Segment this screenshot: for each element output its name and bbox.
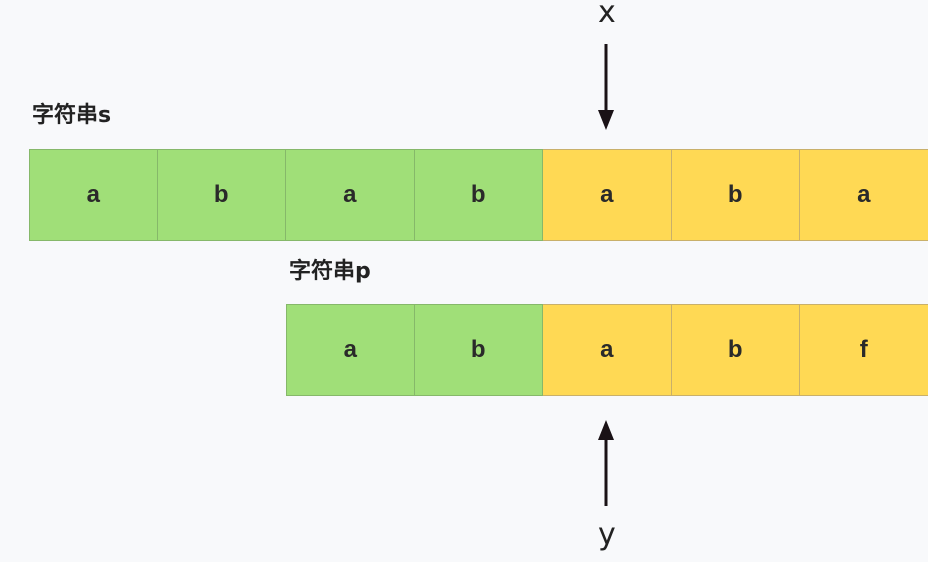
- string-p-row: a b a b f: [286, 304, 928, 396]
- string-s-cell: b: [157, 149, 286, 241]
- string-s-label: 字符串s: [32, 103, 112, 128]
- string-s-cell: b: [671, 149, 800, 241]
- string-s-cell: a: [29, 149, 158, 241]
- string-s-cell: a: [286, 149, 415, 241]
- string-p-cell: b: [414, 304, 543, 396]
- string-s-cell: a: [800, 149, 928, 241]
- string-s-row: a b a b a b a: [29, 149, 928, 241]
- string-p-cell: f: [800, 304, 928, 396]
- string-s-cell: a: [543, 149, 672, 241]
- string-p-label: 字符串p: [289, 259, 371, 284]
- pointer-y-label: y: [598, 517, 616, 552]
- pointer-x-arrow: [598, 44, 614, 130]
- string-p-cell: b: [671, 304, 800, 396]
- pointer-x-label: x: [598, 0, 616, 30]
- string-p-cell: a: [286, 304, 415, 396]
- string-s-cell: b: [414, 149, 543, 241]
- pointer-y-arrow: [598, 420, 614, 506]
- string-p-cell: a: [543, 304, 672, 396]
